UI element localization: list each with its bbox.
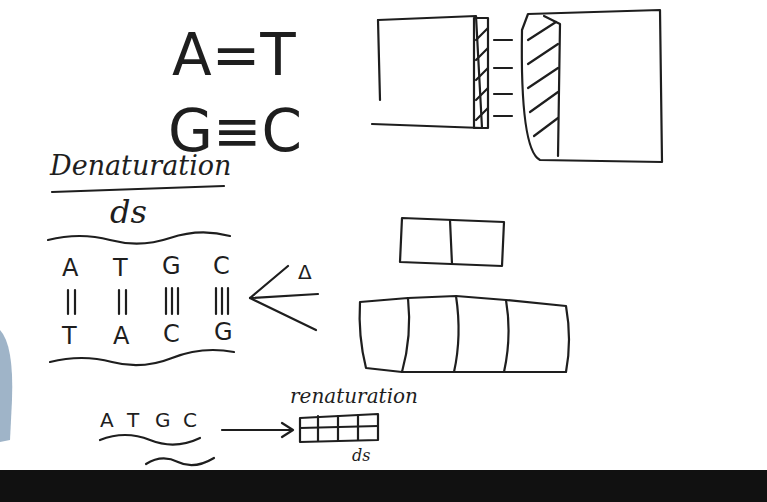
base-letter: G — [214, 320, 233, 344]
heat-symbol: Δ — [298, 262, 312, 282]
base-letter: A — [62, 256, 78, 280]
strand-label: ds — [352, 448, 370, 464]
base-letter: T — [62, 324, 77, 348]
base-letter: T — [113, 256, 128, 280]
base-letter: C — [183, 410, 197, 430]
base-pair-rule: A=T — [172, 26, 296, 84]
base-letter: C — [163, 322, 180, 346]
base-letter: A — [100, 410, 114, 430]
process-heading: renaturation — [290, 386, 418, 406]
base-letter: G — [155, 410, 171, 430]
base-letter: T — [127, 410, 139, 430]
process-heading: Denaturation — [50, 152, 232, 179]
base-letter: C — [213, 254, 230, 278]
base-letter: A — [113, 324, 129, 348]
base-letter: G — [162, 254, 181, 278]
strand-label: ds — [110, 196, 147, 228]
